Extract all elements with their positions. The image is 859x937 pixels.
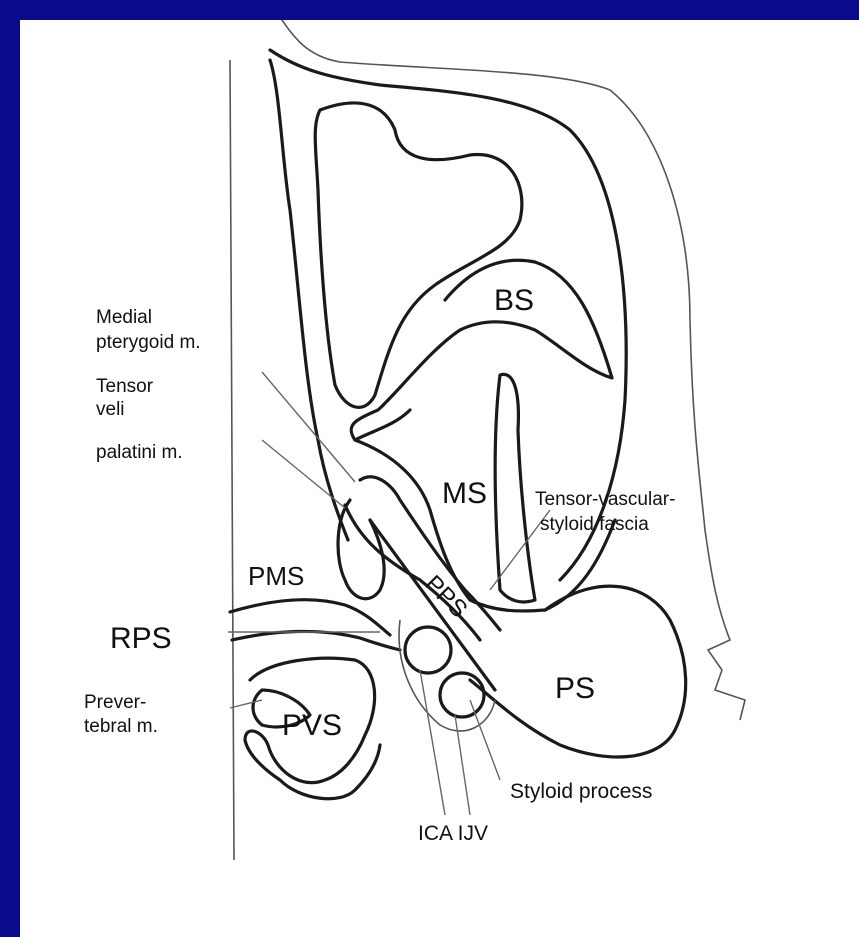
label-rps: RPS xyxy=(110,622,172,655)
skin-contour xyxy=(268,20,745,720)
midline xyxy=(230,60,234,860)
label-tvs-2: styloid fascia xyxy=(540,514,649,535)
label-pps: PPS xyxy=(419,570,472,623)
label-bs: BS xyxy=(494,284,534,317)
parapharyngeal-space-strip-2 xyxy=(345,505,480,640)
retropharyngeal-space-line-2 xyxy=(232,631,400,650)
ica-circle xyxy=(405,627,451,673)
ijv-circle xyxy=(440,673,484,717)
masticator-space-outline xyxy=(495,374,535,602)
label-prevertebral-1: Prever- xyxy=(84,692,146,713)
label-tensor-3: palatini m. xyxy=(96,442,183,463)
label-pms: PMS xyxy=(248,561,304,591)
leader-tensor-veli xyxy=(262,440,345,508)
label-tvs-1: Tensor-vascular- xyxy=(535,489,675,510)
anatomy-diagram: Medial pterygoid m. Tensor veli palatini… xyxy=(20,20,859,937)
label-tensor-2: veli xyxy=(96,399,125,420)
leader-styloid xyxy=(470,700,500,780)
label-prevertebral-2: tebral m. xyxy=(84,716,158,737)
label-styloid: Styloid process xyxy=(510,780,652,803)
retropharyngeal-space-line-1 xyxy=(230,600,390,635)
slide-panel: Medial pterygoid m. Tensor veli palatini… xyxy=(20,20,859,937)
label-medial-pterygoid-2: pterygoid m. xyxy=(96,332,201,353)
leader-prevertebral xyxy=(230,700,262,708)
label-pvs: PVS xyxy=(282,709,342,742)
inner-fascia xyxy=(270,60,348,540)
label-ms: MS xyxy=(442,477,487,510)
masticator-upper-mass xyxy=(315,103,522,407)
label-ps: PS xyxy=(555,672,595,705)
label-ica-ijv: ICA IJV xyxy=(418,822,488,845)
label-tensor-1: Tensor xyxy=(96,376,154,397)
label-medial-pterygoid-1: Medial xyxy=(96,307,152,328)
